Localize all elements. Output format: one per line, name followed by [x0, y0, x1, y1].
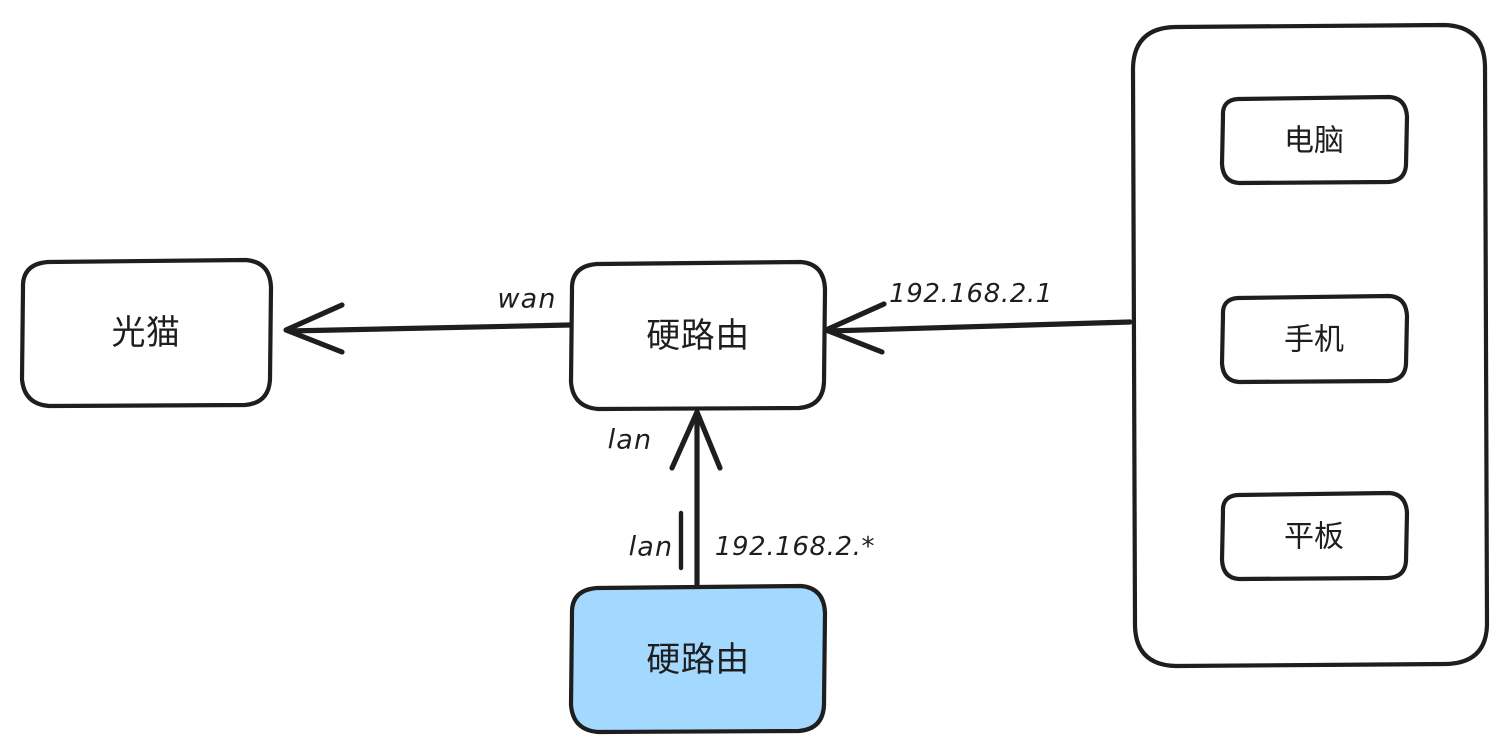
- device-box-tablet-outline: [1219, 490, 1410, 582]
- device-box-phone-outline: [1219, 293, 1410, 385]
- node-optical-modem[interactable]: 光猫: [19, 257, 274, 409]
- node-optical-modem-outline: [19, 257, 274, 409]
- node-secondary-router-outline: [568, 583, 828, 735]
- edge-label-wan: wan: [497, 284, 556, 315]
- device-label-pc: 电脑: [1284, 124, 1344, 159]
- edge-secondary-to-router[interactable]: lan lan 192.168.2.*: [608, 409, 875, 587]
- edge-devices-to-router[interactable]: 192.168.2.1: [823, 279, 1133, 355]
- edge-secondary-to-router-arrowhead: [669, 409, 723, 471]
- device-box-pc-outline: [1219, 94, 1410, 186]
- edge-label-lan-upper: lan: [608, 425, 653, 456]
- edge-label-lan-lower: lan: [629, 532, 674, 563]
- edge-devices-to-router-line: [826, 319, 1133, 334]
- edge-label-subnet: 192.168.2.*: [715, 532, 875, 562]
- client-devices-group-outline: [1130, 22, 1490, 669]
- node-secondary-router[interactable]: 硬路由: [568, 583, 828, 735]
- device-box-pc[interactable]: 电脑: [1219, 94, 1410, 186]
- node-main-router-outline: [568, 259, 828, 412]
- edge-router-to-modem[interactable]: wan: [283, 284, 573, 355]
- edge-devices-to-router-arrowhead: [823, 301, 887, 355]
- edge-router-to-modem-line: [286, 322, 573, 334]
- node-label-main-router: 硬路由: [646, 316, 750, 356]
- device-box-phone[interactable]: 手机: [1219, 293, 1410, 385]
- device-box-tablet[interactable]: 平板: [1219, 490, 1410, 582]
- client-devices-group[interactable]: [1130, 22, 1490, 669]
- edge-router-to-modem-arrowhead: [283, 302, 345, 355]
- node-main-router[interactable]: 硬路由: [568, 259, 828, 412]
- device-label-phone: 手机: [1284, 323, 1344, 358]
- node-label-secondary-router: 硬路由: [646, 640, 750, 680]
- node-label-optical-modem: 光猫: [112, 313, 181, 353]
- device-label-tablet: 平板: [1284, 520, 1344, 555]
- edge-label-gateway-ip: 192.168.2.1: [889, 279, 1053, 309]
